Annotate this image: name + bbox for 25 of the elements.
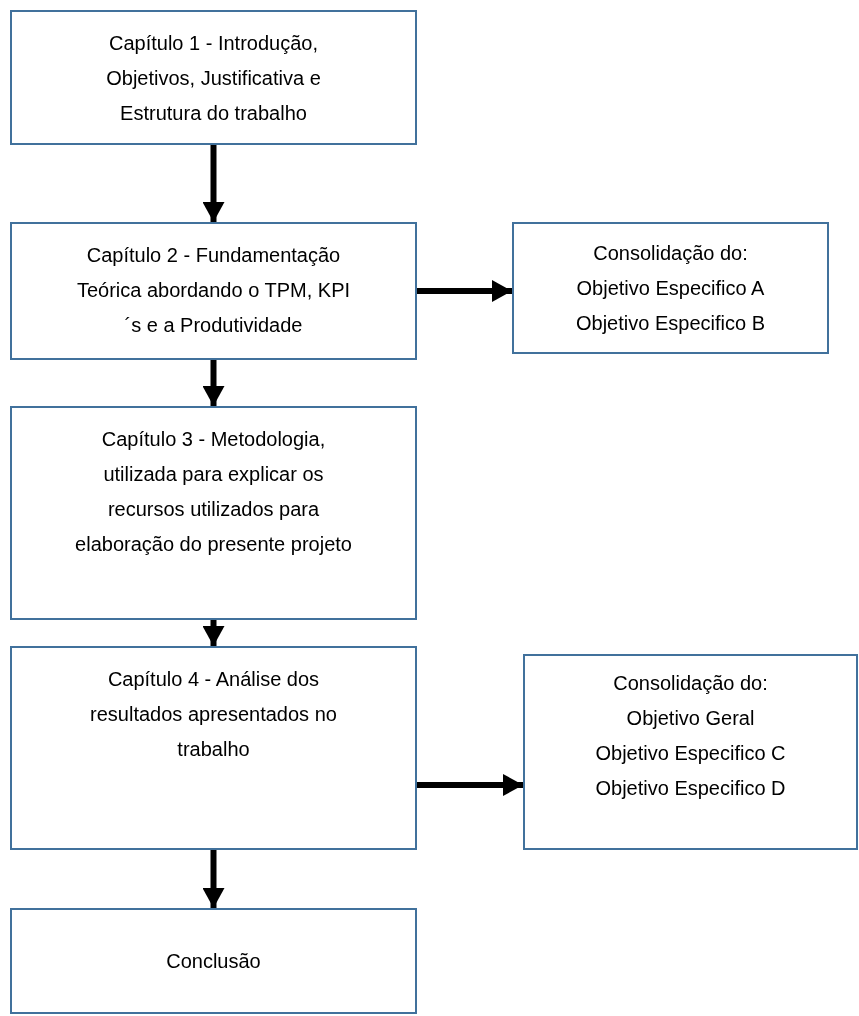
arrow xyxy=(202,620,225,646)
box-text: Conclusão xyxy=(166,948,261,974)
box-text: Objetivo Especifico C xyxy=(595,741,786,766)
process-box xyxy=(523,654,858,850)
arrow xyxy=(417,774,523,796)
box-text: Capítulo 3 - Metodologia, utilizada para explicar os recursos utilizados para elaboração do presente projeto xyxy=(74,427,353,557)
box-text: Consolidação do: xyxy=(593,241,748,266)
process-box xyxy=(10,646,417,850)
box-text: Capítulo 1 - Introdução, Objetivos, Justificativa e Estrutura do trabalho xyxy=(105,31,322,126)
arrow xyxy=(417,280,512,302)
box-text: Consolidação do: xyxy=(613,671,768,696)
process-box xyxy=(10,406,417,620)
box-text: Objetivo Geral xyxy=(626,706,755,731)
process-box xyxy=(10,908,417,1014)
box-text: Capítulo 2 - Fundamentação Teórica abordando o TPM, KPI´s e a Produtividade xyxy=(75,243,352,338)
box-text: Capítulo 4 - Análise dos resultados apresentados no trabalho xyxy=(89,667,338,762)
process-box xyxy=(512,222,829,354)
arrow xyxy=(202,850,225,908)
box-text: Objetivo Especifico B xyxy=(576,311,765,336)
arrow xyxy=(202,145,225,222)
box-text: Objetivo Especifico D xyxy=(595,776,786,801)
process-box xyxy=(10,222,417,360)
arrow xyxy=(202,360,225,406)
process-box xyxy=(10,10,417,145)
box-text: Objetivo Especifico A xyxy=(576,276,765,301)
